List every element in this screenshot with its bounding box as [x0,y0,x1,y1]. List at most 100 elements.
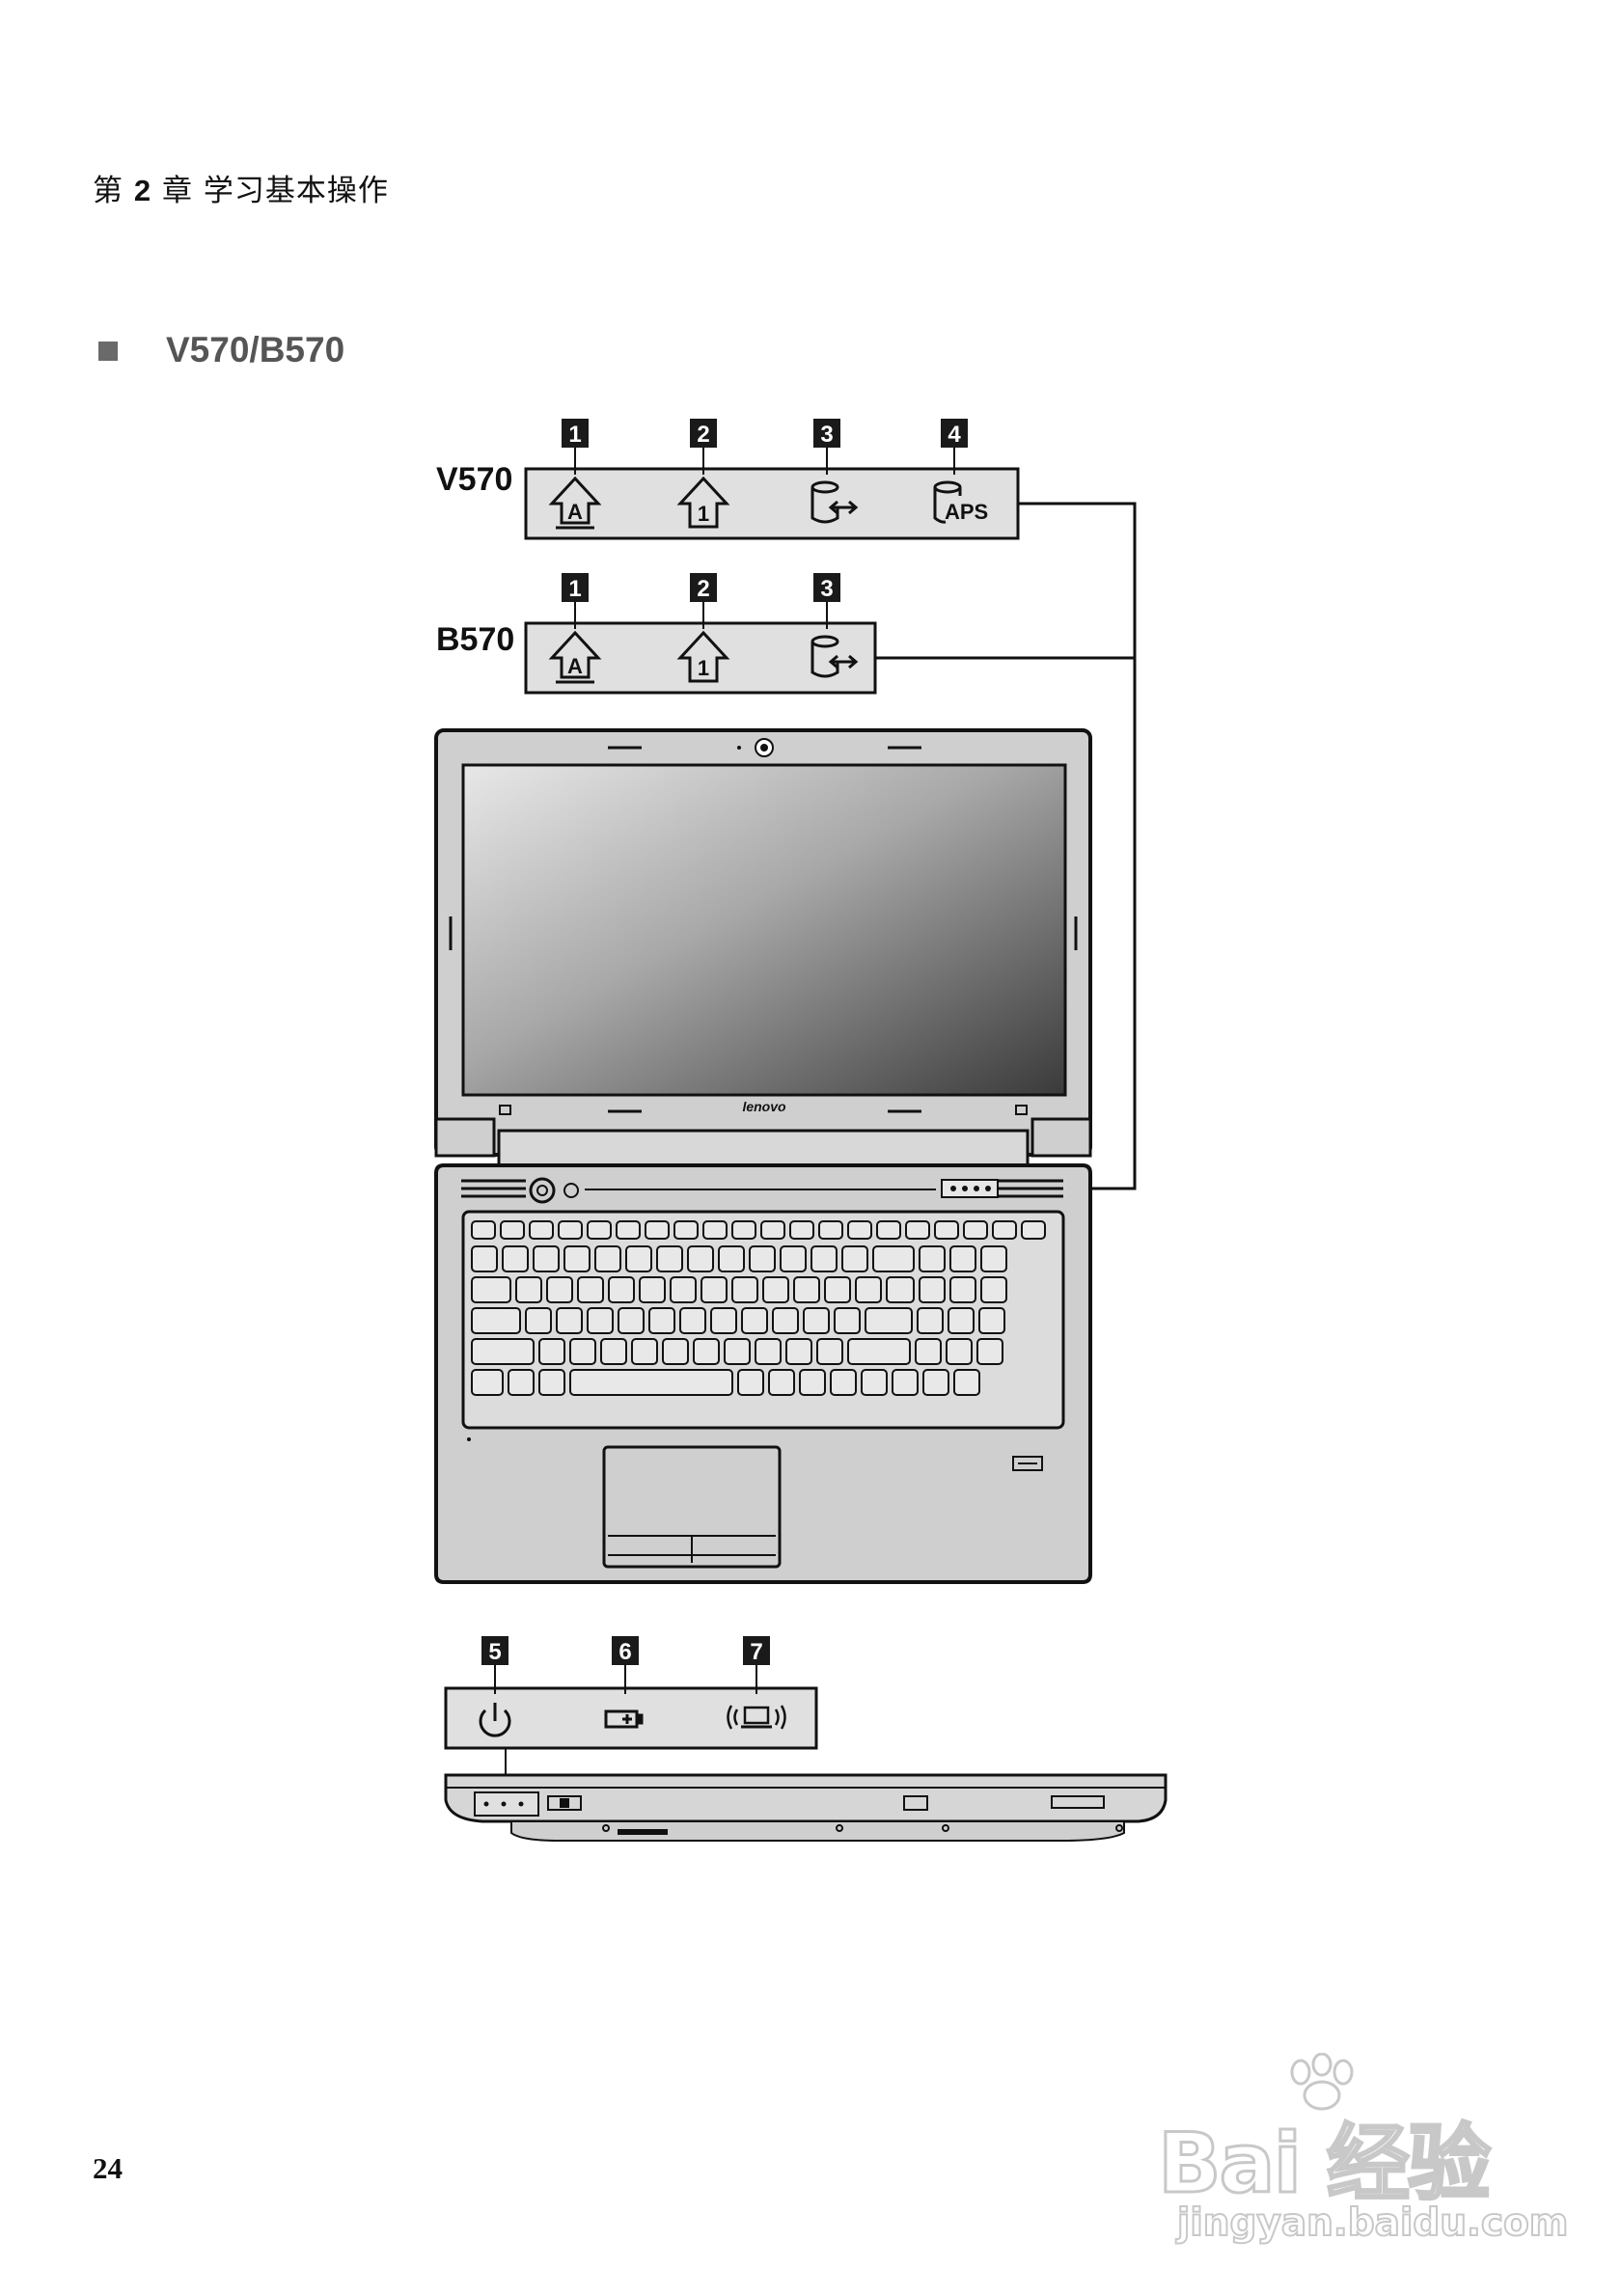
chapter-title: 章 学习基本操作 [161,174,389,208]
keyboard-key [948,1307,975,1334]
keyboard-key [471,1369,504,1396]
keyboard-key [471,1276,511,1303]
laptop-top-view: lenovo [434,728,1092,1584]
keyboard-key [670,1276,697,1303]
keyboard-key [978,1307,1005,1334]
keyboard-key [785,1338,812,1365]
svg-text:2: 2 [697,422,709,448]
keyboard-key [865,1307,913,1334]
callout-5: 5 [481,1636,508,1694]
keyboard-key [556,1307,583,1334]
keyboard-key [737,1369,764,1396]
svg-text:2: 2 [697,576,709,602]
keyboard-key [600,1338,627,1365]
keyboard-key [525,1307,552,1334]
svg-text:APS: APS [945,500,988,524]
keyboard-key [515,1276,542,1303]
keyboard-key [818,1220,843,1240]
keyboard-key [768,1369,795,1396]
chapter-number: 2 [133,174,152,207]
keyboard-key [631,1338,658,1365]
keyboard-key [701,1276,728,1303]
keyboard-key [810,1245,838,1272]
keyboard-key [594,1245,621,1272]
section-bullet [98,342,118,361]
keyboard-key [760,1220,785,1240]
keyboard-key [847,1338,911,1365]
keyboard-key [608,1276,635,1303]
keyboard-key [731,1276,758,1303]
callout-3: 3 [813,573,840,629]
keyboard-key [569,1338,596,1365]
keyboard-key [724,1338,751,1365]
keyboard-key [992,1220,1017,1240]
svg-text:A: A [567,500,583,524]
speaker-grille-right [999,1179,1063,1198]
keyboard-key [710,1307,737,1334]
keyboard-key [824,1276,851,1303]
keyboard-key [876,1220,901,1240]
keyboard-key [872,1245,915,1272]
callout-1: 1 [562,419,589,475]
keyboard-key [502,1245,529,1272]
keyboard-key [693,1338,720,1365]
keyboard-key [934,1220,959,1240]
keyboard-key [508,1369,535,1396]
keyboard-key [834,1307,861,1334]
keyboard-key [917,1307,944,1334]
keyboard-key [645,1220,670,1240]
keyboard-key [886,1276,915,1303]
keyboard-key [538,1369,565,1396]
keyboard-key [563,1245,591,1272]
keyboard-key [892,1369,919,1396]
keyboard-key [662,1338,689,1365]
chapter-header: 第 2 章 学习基本操作 [93,166,389,209]
keyboard-key [789,1220,814,1240]
keyboard-key [533,1245,560,1272]
fingerprint-reader-icon [1012,1456,1043,1471]
keyboard-key [1021,1220,1046,1240]
num-lock-icon: 1 [676,630,730,683]
chapter-prefix: 第 [93,174,124,208]
keyboard-key [616,1220,641,1240]
keyboard-key [847,1220,872,1240]
keyboard-key [673,1220,699,1240]
callout-3: 3 [813,419,840,475]
keyboard-key [687,1245,714,1272]
caps-lock-icon: A [548,630,602,684]
status-indicator-strip [941,1179,999,1198]
watermark-sub: jingyan.baidu.com [1176,2200,1569,2246]
keyboard-key [803,1307,830,1334]
keyboard-key [731,1220,756,1240]
model-label-v570: V570 [436,461,513,498]
svg-text:1: 1 [698,656,709,680]
keyboard-key [919,1245,946,1272]
keyboard-key [679,1307,706,1334]
svg-text:1: 1 [698,502,709,526]
svg-text:5: 5 [488,1639,501,1665]
keyboard-key [625,1245,652,1272]
svg-text:3: 3 [820,422,833,448]
lenovo-logo: lenovo [742,1099,786,1114]
svg-text:3: 3 [820,576,833,602]
front-indicator-panel: 5 6 7 [444,1636,818,1787]
keyboard-key [976,1338,1003,1365]
keyboard-key [816,1338,843,1365]
model-label-b570: B570 [436,621,515,658]
battery-icon [604,1709,644,1729]
front-switch [903,1795,928,1811]
speaker-grille-left [461,1179,526,1198]
keyboard-key [915,1338,942,1365]
keyboard-key [780,1245,807,1272]
keyboard-key [741,1307,768,1334]
page-number: 24 [93,2151,123,2185]
keyboard-key [648,1307,675,1334]
callout-1: 1 [562,573,589,629]
hard-disk-icon [810,635,859,678]
wireless-switch [547,1795,582,1811]
keyboard-key [471,1338,535,1365]
keyboard-key [799,1369,826,1396]
display-screen [461,763,1067,1097]
keyboard-key [861,1369,888,1396]
